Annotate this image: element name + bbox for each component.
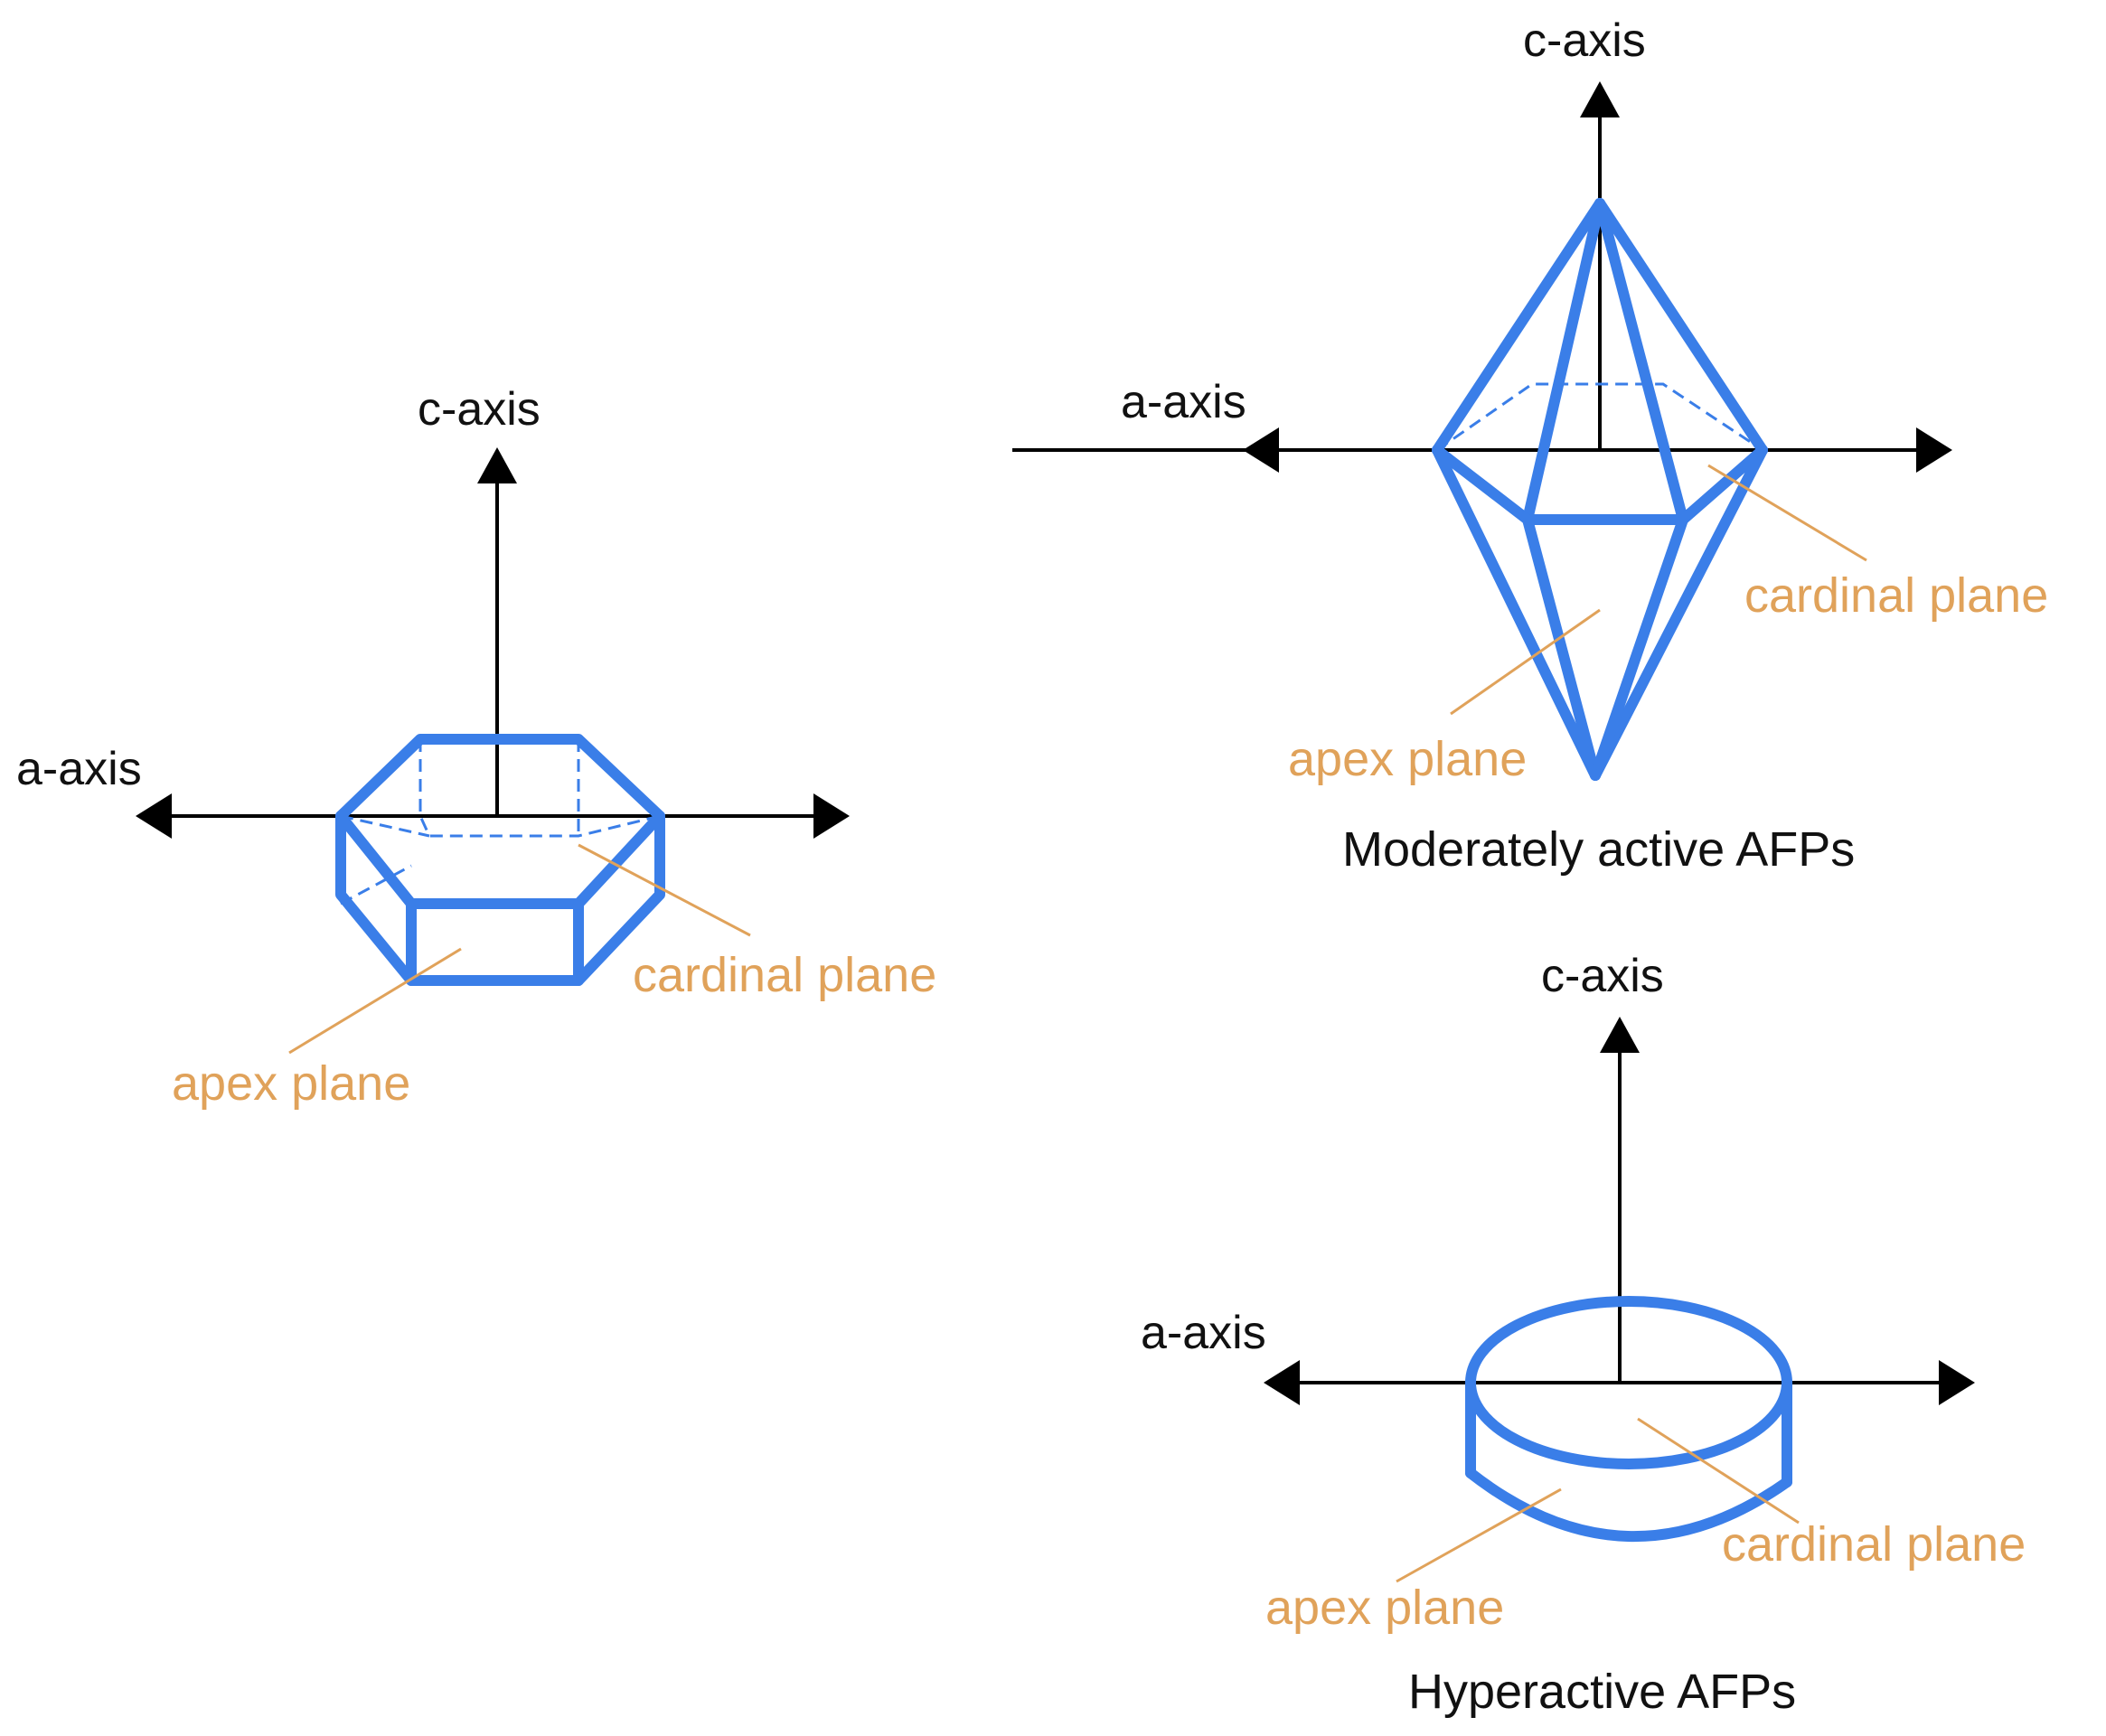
- middle-edge: [1678, 445, 1768, 525]
- hidden-edges-back: [418, 739, 661, 838]
- apex-plane-leader: [1396, 1487, 1562, 1583]
- prism-right-face: [573, 811, 665, 986]
- hidden-edges-back: [1436, 382, 1763, 452]
- cardinal-plane-label: cardinal plane: [1744, 568, 2048, 623]
- c-axis-label: c-axis: [1523, 14, 1646, 67]
- lower-pyramid-edge: [1522, 514, 1601, 781]
- c-axis-arrowhead: [1600, 1017, 1640, 1053]
- a-axis-label: a-axis: [16, 743, 142, 795]
- a-axis-arrowhead-left: [1243, 427, 1279, 473]
- apex-plane-label: apex plane: [1265, 1581, 1504, 1635]
- diagram-caption: Moderately active AFPs: [1342, 822, 1855, 877]
- cylinder-bottom-edge: [1465, 1468, 1792, 1543]
- apex-plane-leader: [1450, 608, 1601, 716]
- c-axis-label: c-axis: [418, 383, 541, 436]
- middle-edge: [1432, 445, 1533, 525]
- cardinal-plane-leader: [578, 843, 751, 937]
- cardinal-plane-leader: [1707, 464, 1867, 562]
- c-axis-arrowhead: [1580, 81, 1620, 117]
- a-axis-label: a-axis: [1121, 376, 1246, 428]
- upper-pyramid-edge: [1594, 198, 1688, 525]
- apex-plane-label: apex plane: [172, 1056, 410, 1111]
- lower-pyramid-edge: [1590, 514, 1688, 781]
- a-axis-arrowhead-left: [136, 793, 172, 839]
- cardinal-plane-leader: [1637, 1417, 1800, 1525]
- diagram-caption: Hyperactive AFPs: [1408, 1665, 1796, 1719]
- a-axis-arrowhead-right: [1939, 1360, 1975, 1405]
- cardinal-plane-label: cardinal plane: [1722, 1517, 2026, 1572]
- apex-plane-leader: [288, 947, 462, 1055]
- c-axis-arrowhead: [477, 447, 517, 483]
- diagram-bipyramid: c-axis a-axis cardinal plane apex plane …: [1012, 14, 2048, 877]
- hidden-edges-back: [340, 814, 430, 838]
- diagram-cylinder: c-axis a-axis cardinal plane apex plane …: [1141, 950, 2026, 1719]
- apex-plane-label: apex plane: [1288, 732, 1527, 786]
- a-axis-arrowhead-right: [813, 793, 850, 839]
- a-axis-arrowhead-left: [1264, 1360, 1300, 1405]
- a-axis-label: a-axis: [1141, 1307, 1266, 1359]
- hexagon-top-face: [335, 734, 665, 909]
- cardinal-plane-label: cardinal plane: [633, 948, 936, 1002]
- prism-front-face: [406, 898, 584, 986]
- a-axis-arrowhead-right: [1916, 427, 1952, 473]
- prism-left-face: [335, 811, 417, 986]
- hidden-edge-back-bottom: [340, 864, 412, 906]
- upper-pyramid-edge: [1522, 198, 1605, 525]
- c-axis-label: c-axis: [1541, 950, 1664, 1002]
- diagram-hexagonal-prism: c-axis a-axis cardinal plane apex plane: [16, 383, 936, 1111]
